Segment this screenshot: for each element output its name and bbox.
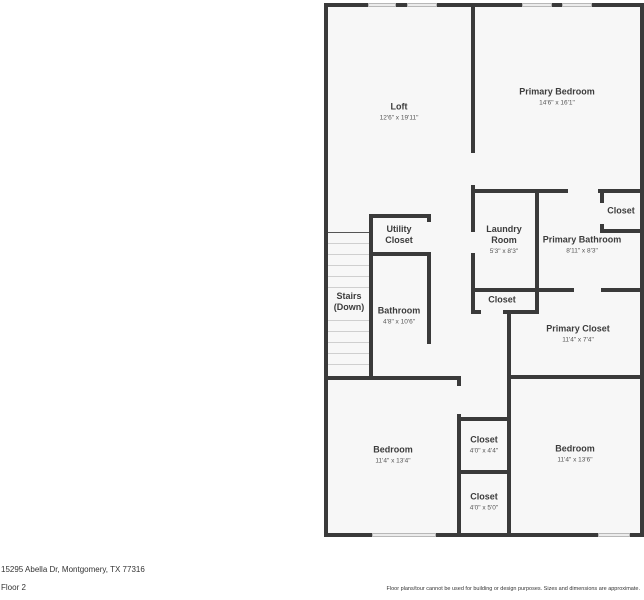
room-name-line1: Utility (386, 224, 412, 234)
stair-tread (328, 287, 369, 288)
room-laundry: Laundry Room 5'3" x 8'3" (486, 224, 522, 256)
wall (471, 189, 568, 193)
room-name-line1: Stairs (336, 291, 362, 301)
stair-tread (328, 265, 369, 266)
wall (601, 288, 644, 292)
room-dimensions: 4'0" x 5'0" (469, 504, 499, 512)
room-name: Bedroom (555, 443, 595, 454)
window (598, 533, 630, 537)
room-dimensions: 14'6" x 16'1" (539, 99, 575, 107)
wall (600, 189, 604, 203)
wall (457, 376, 461, 386)
wall (600, 224, 604, 232)
wall (471, 310, 481, 314)
room-name-line2: (Down) (333, 302, 365, 312)
room-primary-bath-closet: Closet (607, 206, 635, 217)
room-dimensions: 8'11" x 8'3" (566, 247, 598, 255)
wall (507, 375, 644, 379)
window (562, 3, 592, 7)
stair-tread (328, 232, 369, 233)
room-name: Bedroom (373, 444, 413, 455)
wall (471, 288, 574, 292)
floor-plan: Loft 12'6" x 19'11" Primary Bedroom 14'6… (324, 3, 644, 537)
wall-exterior-left (324, 3, 328, 537)
room-dimensions: 11'4" x 13'4" (375, 457, 411, 465)
room-primary-bathroom: Primary Bathroom 8'11" x 8'3" (543, 235, 622, 256)
wall (369, 214, 431, 218)
disclaimer: Floor plans/tour cannot be used for buil… (386, 586, 640, 592)
room-name: Closet (607, 205, 635, 216)
room-name: Bathroom (377, 305, 421, 316)
room-name: Closet (470, 491, 498, 502)
stair-tread (328, 254, 369, 255)
stair-tread (328, 364, 369, 365)
wall (507, 310, 511, 537)
room-utility-closet: Utility Closet (385, 224, 413, 246)
room-name: Closet (470, 434, 498, 445)
room-name: Closet (488, 294, 516, 305)
stair-tread (328, 320, 369, 321)
room-name: Primary Closet (546, 323, 610, 334)
room-dimensions: 12'6" x 19'11" (379, 114, 419, 122)
room-name: Primary Bathroom (542, 234, 622, 245)
wall (503, 310, 539, 314)
wall (324, 376, 460, 380)
wall (457, 470, 511, 474)
wall (471, 3, 475, 153)
wall (427, 214, 431, 222)
room-loft: Loft 12'6" x 19'11" (380, 102, 419, 123)
room-name-line2: Closet (385, 235, 413, 245)
room-primary-bedroom: Primary Bedroom 14'6" x 16'1" (519, 87, 595, 108)
room-bathroom: Bathroom 4'8" x 10'6" (378, 306, 421, 327)
floor-label: Floor 2 (1, 583, 26, 592)
wall (535, 288, 539, 314)
wall (457, 414, 461, 537)
room-dimensions: 4'0" x 4'4" (469, 447, 499, 455)
window (522, 3, 552, 7)
window (368, 3, 396, 7)
wall-exterior-top (324, 3, 644, 7)
room-name-line2: Room (491, 235, 517, 245)
wall (457, 417, 511, 421)
room-dimensions: 5'3" x 8'3" (489, 248, 519, 255)
room-dimensions: 11'4" x 7'4" (562, 336, 594, 344)
floor-area (326, 5, 641, 535)
stair-tread (328, 331, 369, 332)
room-closet-upper: Closet 4'0" x 4'4" (470, 435, 498, 456)
room-dimensions: 4'8" x 10'6" (382, 318, 416, 326)
wall (427, 252, 431, 344)
wall (471, 185, 475, 232)
wall (535, 189, 539, 313)
room-bedroom-right: Bedroom 11'4" x 13'6" (555, 444, 595, 465)
property-address: 15295 Abella Dr, Montgomery, TX 77316 (1, 565, 145, 574)
stair-tread (328, 342, 369, 343)
window (372, 533, 436, 537)
wall (598, 189, 644, 193)
room-bedroom-left: Bedroom 11'4" x 13'4" (373, 445, 413, 466)
room-laundry-closet: Closet (488, 295, 516, 306)
stair-tread (328, 276, 369, 277)
wall-exterior-bottom (324, 533, 644, 537)
room-name: Loft (390, 101, 408, 112)
room-primary-closet: Primary Closet 11'4" x 7'4" (546, 324, 610, 345)
wall-exterior-right (640, 3, 644, 537)
wall (369, 214, 373, 378)
window (407, 3, 437, 7)
stair-tread (328, 353, 369, 354)
room-name-line1: Laundry (486, 224, 522, 234)
wall (600, 229, 644, 233)
wall (369, 252, 431, 256)
room-name: Primary Bedroom (519, 86, 595, 97)
wall (471, 253, 475, 313)
room-closet-lower: Closet 4'0" x 5'0" (470, 492, 498, 513)
room-dimensions: 11'4" x 13'6" (557, 456, 593, 464)
stair-tread (328, 243, 369, 244)
room-stairs: Stairs (Down) (334, 291, 365, 313)
